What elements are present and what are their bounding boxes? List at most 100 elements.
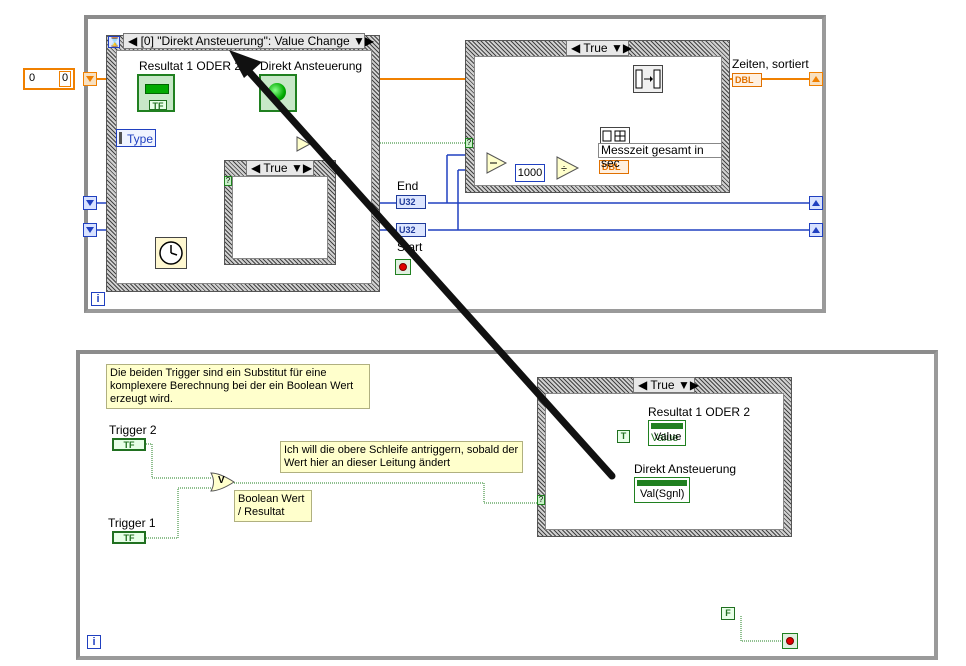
right-case-prev-icon[interactable]: ◀ xyxy=(571,41,581,55)
wire-note-text: Ich will die obere Schleife antriggern, … xyxy=(284,444,519,469)
dbl-conversion-node: DBL xyxy=(599,160,629,174)
messzeit-label: Messzeit gesamt in sec xyxy=(601,143,704,170)
bottom-loop-iteration-terminal: i xyxy=(87,635,101,649)
trigger1-tf: TF xyxy=(123,533,135,543)
numeric-input-value[interactable]: 0 xyxy=(29,72,36,84)
not-gate-icon xyxy=(296,136,312,152)
zeiten-label: Zeiten, sortiert xyxy=(732,57,809,71)
numeric-input-control[interactable]: 0 0 xyxy=(23,68,75,90)
dbl-conversion-label: DBL xyxy=(602,162,621,172)
stop-icon xyxy=(399,263,407,271)
resultat-property-header xyxy=(651,423,683,429)
bottom-case-dropdown-icon[interactable]: ▼▶ xyxy=(677,378,700,392)
resultat-label: Resultat 1 ODER 2 xyxy=(139,59,242,73)
trigger1-label: Trigger 1 xyxy=(108,516,156,530)
sort-icon xyxy=(635,69,661,89)
const-1000[interactable]: 1000 xyxy=(515,164,545,182)
event-timeout-terminal: ⌛ xyxy=(108,36,121,48)
bottom-case-selector-terminal: ? xyxy=(537,495,545,505)
right-case-selector[interactable]: ◀ True ▼▶ xyxy=(566,40,633,56)
clock-icon xyxy=(159,241,183,265)
bottom-resultat-label: Resultat 1 ODER 2 xyxy=(648,405,751,419)
start-indicator[interactable]: U32 xyxy=(396,223,426,237)
direkt-property-header xyxy=(637,480,687,486)
case-selector-terminal: ? xyxy=(224,176,232,186)
bottom-while-loop[interactable] xyxy=(76,350,938,660)
resultat-indicator[interactable]: TF xyxy=(137,74,175,112)
end-u32: U32 xyxy=(399,197,416,207)
bottom-direkt-label: Direkt Ansteuerung xyxy=(634,462,737,476)
zeiten-dbl: DBL xyxy=(735,75,754,85)
right-shift-register-start xyxy=(809,223,823,237)
or-gate-label: V xyxy=(218,475,225,486)
direkt-property-node[interactable]: Val(Sgnl) xyxy=(634,477,690,503)
boolean-note: Boolean Wert / Resultat xyxy=(234,490,312,522)
top-while-loop[interactable] xyxy=(84,15,826,313)
numeric-index-value: 0 xyxy=(59,71,71,87)
or-gate-icon xyxy=(210,472,235,492)
bottom-case-label: True xyxy=(650,378,675,392)
value-property: Value xyxy=(651,432,679,444)
stop-condition-terminal[interactable] xyxy=(395,259,411,275)
bottom-case-prev-icon[interactable]: ◀ xyxy=(638,378,648,392)
right-case-label: True xyxy=(583,41,608,55)
const-1000-value: 1000 xyxy=(517,167,543,179)
wire-note: Ich will die obere Schleife antriggern, … xyxy=(280,441,523,473)
type-node: Type xyxy=(116,129,156,147)
bottom-stop-icon xyxy=(786,637,794,645)
end-label: End xyxy=(397,179,419,193)
or-gate: V xyxy=(210,472,236,492)
divide-icon: ÷ xyxy=(556,156,580,180)
bottom-stop-terminal[interactable] xyxy=(782,633,798,649)
sort-array-node xyxy=(633,65,663,93)
inner-case-label: True xyxy=(263,161,288,175)
left-shift-register xyxy=(83,72,97,86)
boolean-note-text: Boolean Wert / Resultat xyxy=(238,493,305,518)
build-array-icon xyxy=(602,130,626,142)
left-shift-register-start xyxy=(83,223,97,237)
type-node-bar xyxy=(119,132,122,144)
left-shift-register-end xyxy=(83,196,97,210)
resultat-property-node[interactable]: Value Value xyxy=(648,420,686,446)
trigger2-label: Trigger 2 xyxy=(109,423,157,437)
inner-case-body xyxy=(232,176,328,259)
bottom-case-body xyxy=(545,393,784,530)
trigger2-control[interactable]: TF xyxy=(112,438,146,451)
true-constant[interactable]: T xyxy=(617,430,630,443)
description-note-text: Die beiden Trigger sind ein Substitut fü… xyxy=(110,367,354,405)
inner-case-prev-icon[interactable]: ◀ xyxy=(251,161,261,175)
right-case-dropdown-icon[interactable]: ▼▶ xyxy=(610,41,633,55)
top-loop-iteration-terminal: i xyxy=(91,292,105,306)
trigger1-control[interactable]: TF xyxy=(112,531,146,544)
end-indicator[interactable]: U32 xyxy=(396,195,426,209)
type-node-label: Type xyxy=(127,132,154,146)
bottom-case-selector[interactable]: ◀ True ▼▶ xyxy=(633,377,699,393)
right-shift-register-end xyxy=(809,196,823,210)
value-property-text: Value xyxy=(654,431,682,443)
event-prev-icon[interactable]: ◀ xyxy=(128,34,138,48)
messzeit-label-box: Messzeit gesamt in sec xyxy=(598,143,722,170)
false-constant-label: F xyxy=(725,608,731,618)
direkt-label: Direkt Ansteuerung xyxy=(260,59,363,73)
svg-text:÷: ÷ xyxy=(561,163,567,175)
tick-count-timer xyxy=(155,237,187,269)
event-selector-label: [0] "Direkt Ansteuerung": Value Change xyxy=(140,34,350,48)
inner-case-dropdown-icon[interactable]: ▼▶ xyxy=(290,161,313,175)
resultat-display-icon xyxy=(145,84,169,94)
resultat-tf-badge: TF xyxy=(149,100,167,111)
subtract-icon xyxy=(486,152,508,174)
event-case-selector[interactable]: ◀ [0] "Direkt Ansteuerung": Value Change… xyxy=(123,33,374,49)
inner-case-selector[interactable]: ◀ True ▼▶ xyxy=(246,160,314,176)
zeiten-indicator[interactable]: DBL xyxy=(732,73,762,87)
false-constant[interactable]: F xyxy=(721,607,735,620)
right-shift-register xyxy=(809,72,823,86)
event-dropdown-icon[interactable]: ▼▶ xyxy=(353,34,375,48)
val-sgnl-property: Val(Sgnl) xyxy=(640,488,685,500)
description-note: Die beiden Trigger sind ein Substitut fü… xyxy=(106,364,370,409)
right-case-selector-terminal: ? xyxy=(465,138,473,148)
true-constant-label: T xyxy=(620,431,627,441)
trigger2-tf: TF xyxy=(123,440,135,450)
start-u32: U32 xyxy=(399,225,416,235)
